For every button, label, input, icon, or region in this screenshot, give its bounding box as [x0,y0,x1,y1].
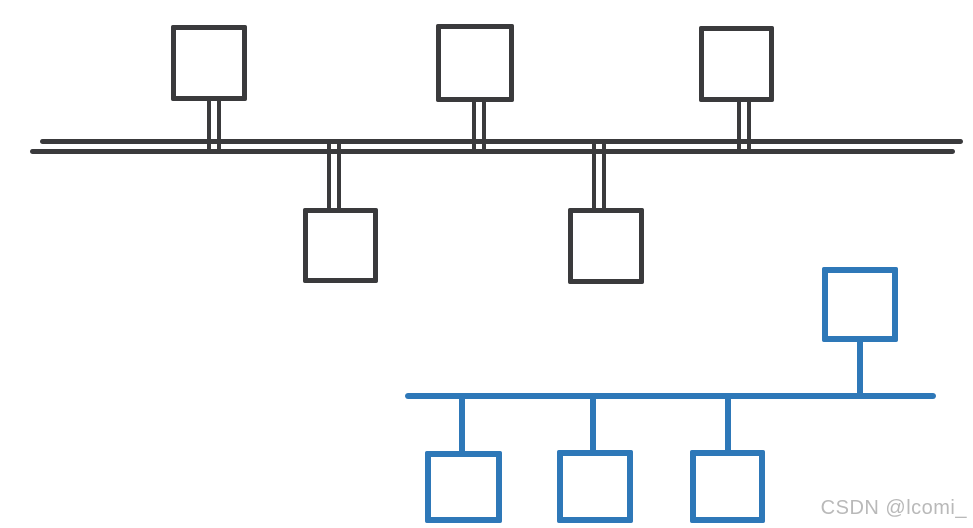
dark-node-square [303,208,378,283]
blue-bus-line [405,393,936,399]
dark-node-square [699,26,774,102]
dark-bus-line-bottom [30,149,955,154]
dark-bus-line-top [40,139,963,144]
dark-drop-line [592,141,606,211]
blue-node-square [822,267,898,342]
blue-drop-line [725,396,731,452]
blue-node-square [425,451,502,523]
dark-drop-line [737,98,751,154]
dark-node-square [436,24,514,102]
dark-node-square [171,25,247,101]
blue-node-square [557,450,633,523]
blue-drop-line [459,396,465,453]
dark-node-square [568,208,644,284]
blue-node-square [690,450,765,523]
blue-drop-line [857,339,863,397]
dark-drop-line [472,98,486,154]
blue-drop-line [590,396,596,452]
dark-drop-line [207,96,221,154]
watermark: CSDN @lcomi_ [820,497,967,519]
dark-drop-line [327,141,341,211]
